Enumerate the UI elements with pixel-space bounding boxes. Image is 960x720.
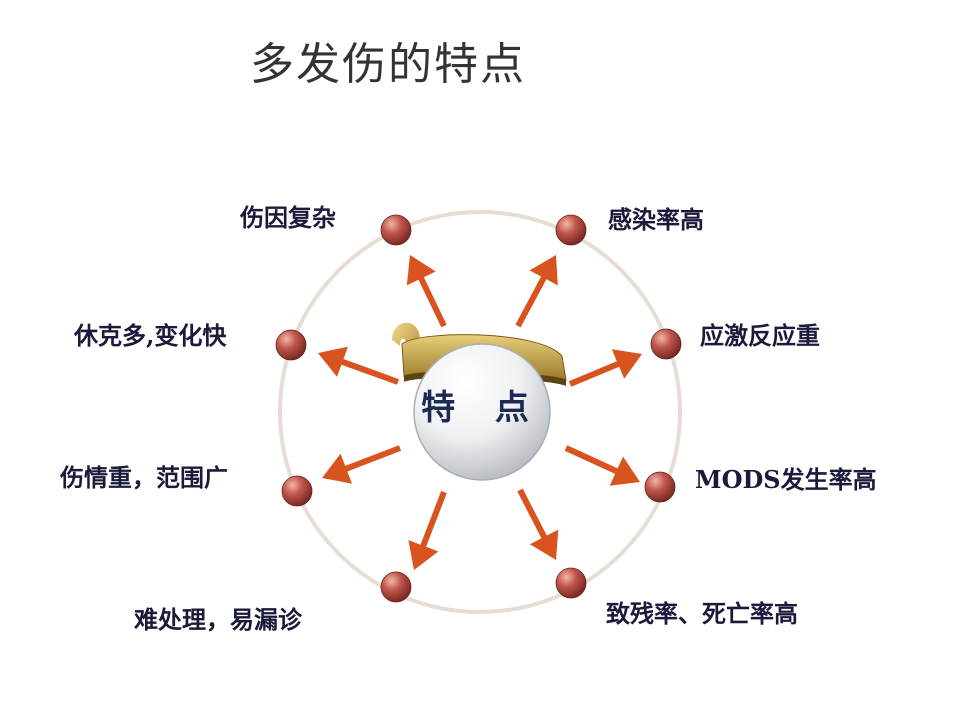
- node-7: [380, 571, 412, 603]
- node-1: [380, 214, 412, 246]
- node-3: [275, 329, 307, 361]
- arrow-3: [318, 346, 399, 385]
- center-hub: [392, 322, 567, 481]
- item-label-shock: 休克多,变化快: [74, 321, 227, 350]
- item-label-severity: 伤情重，范围广: [60, 463, 228, 492]
- center-sphere: [413, 343, 551, 481]
- node-6: [644, 471, 676, 503]
- node-5: [281, 475, 313, 507]
- arrow-8: [517, 488, 559, 560]
- item-label-causes: 伤因复杂: [240, 203, 336, 232]
- arrow-7: [408, 490, 447, 570]
- arrow-6: [564, 445, 640, 486]
- node-2: [555, 214, 587, 246]
- arrow-5: [322, 445, 402, 484]
- item-label-mortality: 致残率、死亡率高: [606, 599, 798, 628]
- node-4: [650, 328, 682, 360]
- node-8: [555, 567, 587, 599]
- page-title: 多发伤的特点: [250, 39, 526, 90]
- nodes-group: [275, 214, 682, 603]
- outer-ring: [278, 210, 682, 614]
- center-label: 特 点: [421, 388, 543, 428]
- arrow-2: [515, 255, 558, 328]
- item-label-diagnosis: 难处理，易漏诊: [134, 605, 302, 634]
- item-label-infection: 感染率高: [608, 205, 704, 234]
- item-label-stress: 应激反应重: [700, 321, 820, 350]
- arrow-1: [406, 255, 447, 328]
- arrow-4: [568, 349, 642, 387]
- item-label-mods: MODS发生率高: [695, 465, 877, 494]
- arrows-group: [318, 255, 642, 570]
